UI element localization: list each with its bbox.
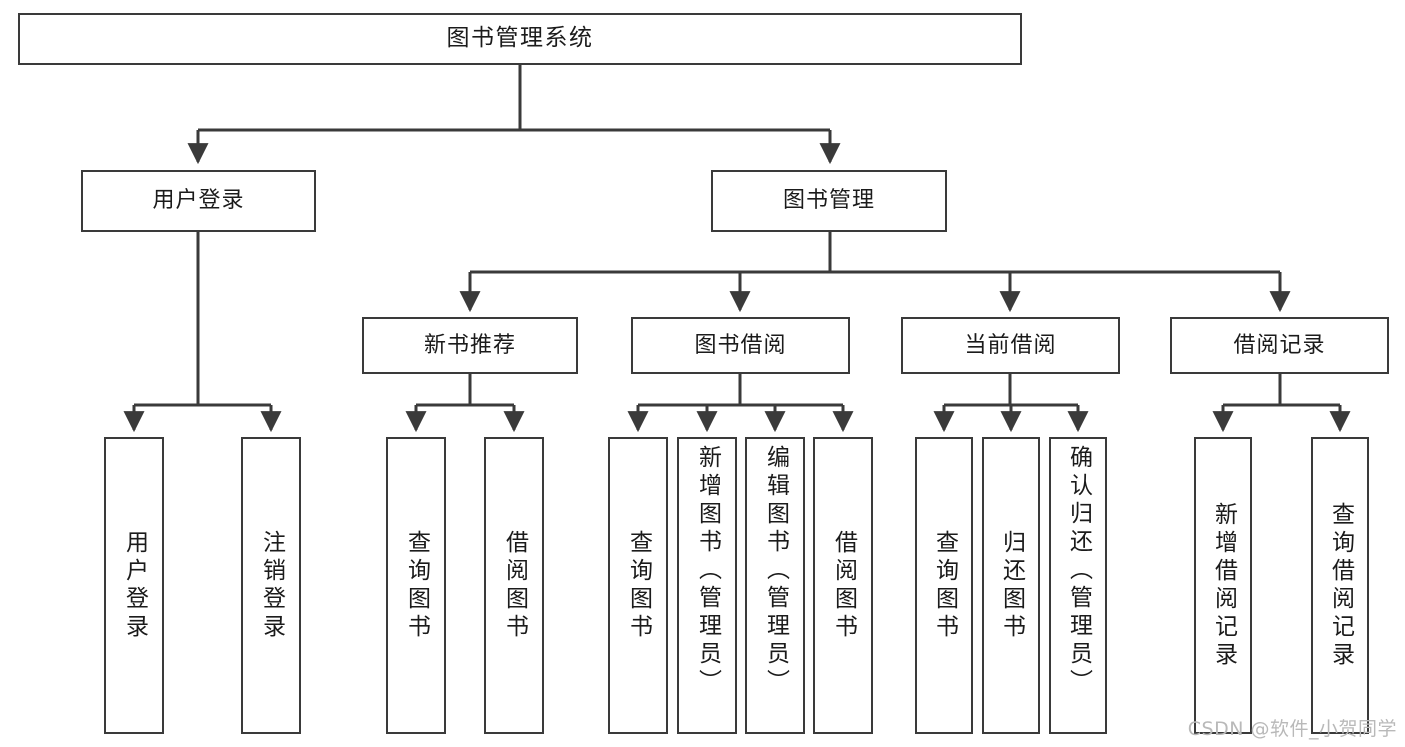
leaf-add-book[interactable]: 新增图书（管理员） — [677, 437, 737, 734]
node-book-management[interactable]: 图书管理 — [711, 170, 947, 232]
node-label: 查询图书 — [931, 529, 958, 642]
node-book-borrow[interactable]: 图书借阅 — [631, 317, 850, 374]
node-user-login[interactable]: 用户登录 — [81, 170, 316, 232]
leaf-logout-login[interactable]: 注销登录 — [241, 437, 301, 734]
leaf-query-borrow-record[interactable]: 查询借阅记录 — [1311, 437, 1369, 734]
node-label: 新书推荐 — [423, 332, 516, 358]
leaf-user-login[interactable]: 用户登录 — [104, 437, 164, 734]
node-label: 新增借阅记录 — [1210, 501, 1237, 670]
node-label: 图书管理 — [782, 188, 875, 214]
node-label: 编辑图书（管理员） — [762, 445, 789, 697]
leaf-add-borrow-record[interactable]: 新增借阅记录 — [1194, 437, 1252, 734]
node-root-system[interactable]: 图书管理系统 — [18, 13, 1022, 65]
leaf-confirm-return[interactable]: 确认归还（管理员） — [1049, 437, 1107, 734]
node-label: 用户登录 — [152, 188, 245, 214]
node-borrow-record[interactable]: 借阅记录 — [1170, 317, 1389, 374]
leaf-query-book-borrow[interactable]: 查询图书 — [608, 437, 668, 734]
node-label: 借阅图书 — [830, 529, 857, 642]
node-label: 注销登录 — [258, 529, 285, 642]
node-current-borrow[interactable]: 当前借阅 — [901, 317, 1120, 374]
node-label: 用户登录 — [121, 529, 148, 642]
leaf-query-book-recommend[interactable]: 查询图书 — [386, 437, 446, 734]
leaf-edit-book[interactable]: 编辑图书（管理员） — [745, 437, 805, 734]
node-label: 查询图书 — [625, 529, 652, 642]
node-label: 借阅记录 — [1233, 332, 1326, 358]
node-label: 查询借阅记录 — [1327, 501, 1354, 670]
leaf-borrow-book[interactable]: 借阅图书 — [813, 437, 873, 734]
node-label: 新增图书（管理员） — [694, 445, 721, 697]
node-label: 查询图书 — [403, 529, 430, 642]
node-new-book-recommend[interactable]: 新书推荐 — [362, 317, 578, 374]
node-label: 借阅图书 — [501, 529, 528, 642]
watermark-text: CSDN @软件_小贺同学 — [1187, 718, 1397, 740]
node-label: 确认归还（管理员） — [1065, 445, 1092, 697]
node-label: 图书借阅 — [694, 332, 787, 358]
leaf-return-book[interactable]: 归还图书 — [982, 437, 1040, 734]
node-label: 图书管理系统 — [446, 25, 594, 52]
node-label: 归还图书 — [998, 529, 1025, 642]
leaf-borrow-book-recommend[interactable]: 借阅图书 — [484, 437, 544, 734]
leaf-query-book-current[interactable]: 查询图书 — [915, 437, 973, 734]
node-label: 当前借阅 — [964, 332, 1057, 358]
